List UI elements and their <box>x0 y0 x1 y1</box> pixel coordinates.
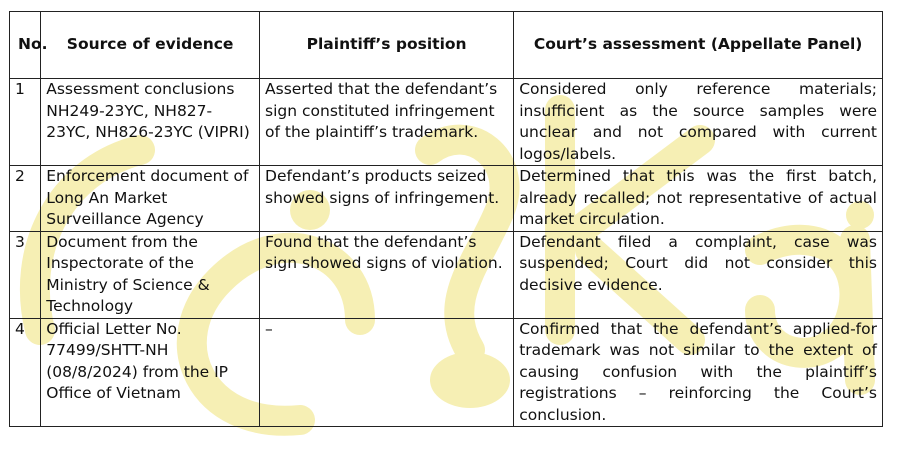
table-row: 4 Official Letter No. 77499/SHTT-NH (08/… <box>8 317 883 427</box>
court-assessment-cell: Determined that this was the first batch… <box>513 165 883 232</box>
plaintiff-position-cell: Asserted that the defendant’s sign const… <box>259 78 515 166</box>
source-cell: Enforcement document of Long An Market S… <box>40 165 261 232</box>
court-assessment-cell: Considered only reference materials; ins… <box>513 78 883 166</box>
row-number: 3 <box>8 230 42 319</box>
plaintiff-position-cell: Defendant’s products seized showed signs… <box>259 165 515 232</box>
table-header-row: No. Source of evidence Plaintiff’s posit… <box>8 11 883 79</box>
row-number: 2 <box>8 165 42 232</box>
court-assessment-cell: Defendant filed a complaint, case was su… <box>513 230 883 319</box>
plaintiff-position-cell: – <box>259 317 515 427</box>
source-cell: Official Letter No. 77499/SHTT-NH (08/8/… <box>40 317 261 427</box>
table-row: 1 Assessment conclusions NH249-23YC, NH8… <box>8 78 883 166</box>
row-number: 1 <box>8 78 42 166</box>
table-row: 2 Enforcement document of Long An Market… <box>8 165 883 232</box>
source-cell: Assessment conclusions NH249-23YC, NH827… <box>40 78 261 166</box>
header-plaintiff-position: Plaintiff’s position <box>259 11 515 79</box>
evidence-table: No. Source of evidence Plaintiff’s posit… <box>8 11 883 427</box>
table-row: 3 Document from the Inspectorate of the … <box>8 230 883 319</box>
plaintiff-position-cell: Found that the defendant’s sign showed s… <box>259 230 515 319</box>
row-number: 4 <box>8 317 42 427</box>
court-assessment-cell: Confirmed that the defendant’s applied-f… <box>513 317 883 427</box>
header-source-of-evidence: Source of evidence <box>40 11 261 79</box>
source-cell: Document from the Inspectorate of the Mi… <box>40 230 261 319</box>
header-court-assessment: Court’s assessment (Appellate Panel) <box>513 11 883 79</box>
header-no: No. <box>8 11 48 79</box>
